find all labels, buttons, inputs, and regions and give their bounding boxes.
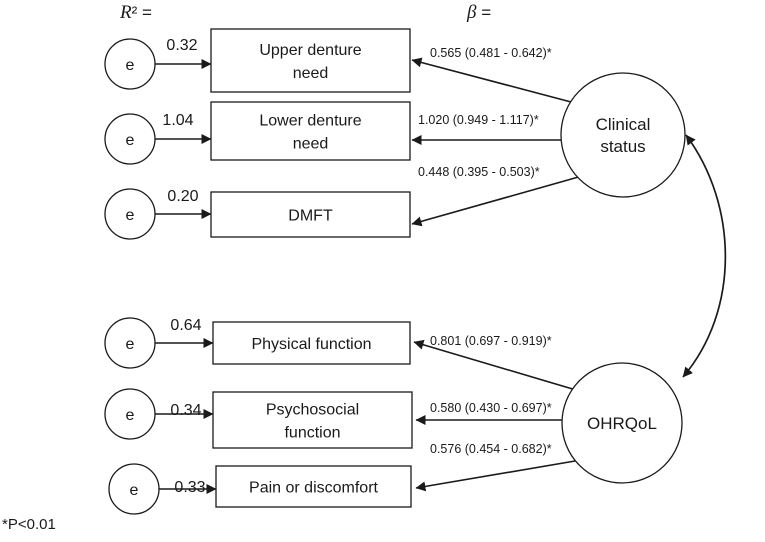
indicator-box-pain bbox=[215, 465, 412, 508]
r2-value-psychosocial: 0.34 bbox=[170, 402, 201, 419]
error-label: e bbox=[126, 132, 135, 149]
beta-symbol: β bbox=[467, 2, 477, 23]
loading-arrow-upper bbox=[411, 57, 572, 103]
loading-arrow-dmft bbox=[411, 175, 583, 227]
error-circle bbox=[104, 113, 156, 165]
error-circle bbox=[104, 38, 156, 90]
indicator-label-upper: need bbox=[293, 65, 329, 82]
indicator-label-dmft: DMFT bbox=[288, 208, 333, 225]
error-circle bbox=[104, 188, 156, 240]
error-circle bbox=[108, 463, 160, 515]
indicator-label-upper: Upper denture bbox=[259, 42, 361, 59]
latent-circle-clinical bbox=[560, 72, 686, 198]
indicator-label-physical: Physical function bbox=[251, 336, 371, 353]
beta-suffix: = bbox=[476, 3, 492, 22]
beta-header: β = bbox=[467, 2, 491, 24]
footnote: *P<0.01 bbox=[2, 516, 56, 533]
indicator-box-dmft bbox=[210, 191, 411, 238]
r2-value-lower: 1.04 bbox=[162, 112, 193, 129]
r2-symbol: R bbox=[120, 2, 132, 23]
r2-value-dmft: 0.20 bbox=[167, 188, 198, 205]
latent-label-ohrqol: OHRQoL bbox=[587, 414, 657, 433]
covariance-arrow bbox=[682, 134, 727, 378]
indicator-label-psychosocial: Psychosocial bbox=[266, 402, 359, 419]
beta-value-physical: 0.801 (0.697 - 0.919)* bbox=[430, 334, 552, 348]
indicator-label-lower: Lower denture bbox=[259, 113, 361, 130]
error-circle bbox=[104, 317, 156, 369]
indicator-box-psychosocial bbox=[212, 391, 413, 449]
r2-value-physical: 0.64 bbox=[170, 317, 201, 334]
r2-header: R² = bbox=[120, 2, 152, 24]
r2-suffix: ² = bbox=[131, 3, 152, 22]
beta-value-upper: 0.565 (0.481 - 0.642)* bbox=[430, 46, 552, 60]
error-label: e bbox=[126, 336, 135, 353]
beta-value-dmft: 0.448 (0.395 - 0.503)* bbox=[418, 165, 540, 179]
r2-value-upper: 0.32 bbox=[166, 37, 197, 54]
loading-arrow-physical bbox=[413, 339, 577, 391]
beta-value-lower: 1.020 (0.949 - 1.117)* bbox=[418, 113, 539, 127]
indicator-label-pain: Pain or discomfort bbox=[249, 480, 378, 497]
error-label: e bbox=[130, 482, 139, 499]
indicator-label-psychosocial: function bbox=[284, 425, 340, 442]
error-label: e bbox=[126, 207, 135, 224]
latent-label-clinical: Clinical bbox=[596, 115, 651, 134]
error-label: e bbox=[126, 57, 135, 74]
indicator-box-upper bbox=[210, 28, 411, 93]
indicator-box-lower bbox=[210, 101, 411, 161]
latent-circle-ohrqol bbox=[561, 362, 683, 484]
error-circle bbox=[104, 388, 156, 440]
latent-label-clinical: status bbox=[600, 137, 645, 156]
indicator-box-physical bbox=[212, 321, 411, 365]
beta-value-psychosocial: 0.580 (0.430 - 0.697)* bbox=[430, 401, 552, 415]
beta-value-pain: 0.576 (0.454 - 0.682)* bbox=[430, 442, 552, 456]
error-label: e bbox=[126, 407, 135, 424]
r2-value-pain: 0.33 bbox=[174, 479, 205, 496]
loading-arrow-pain bbox=[415, 460, 576, 492]
indicator-label-lower: need bbox=[293, 136, 329, 153]
